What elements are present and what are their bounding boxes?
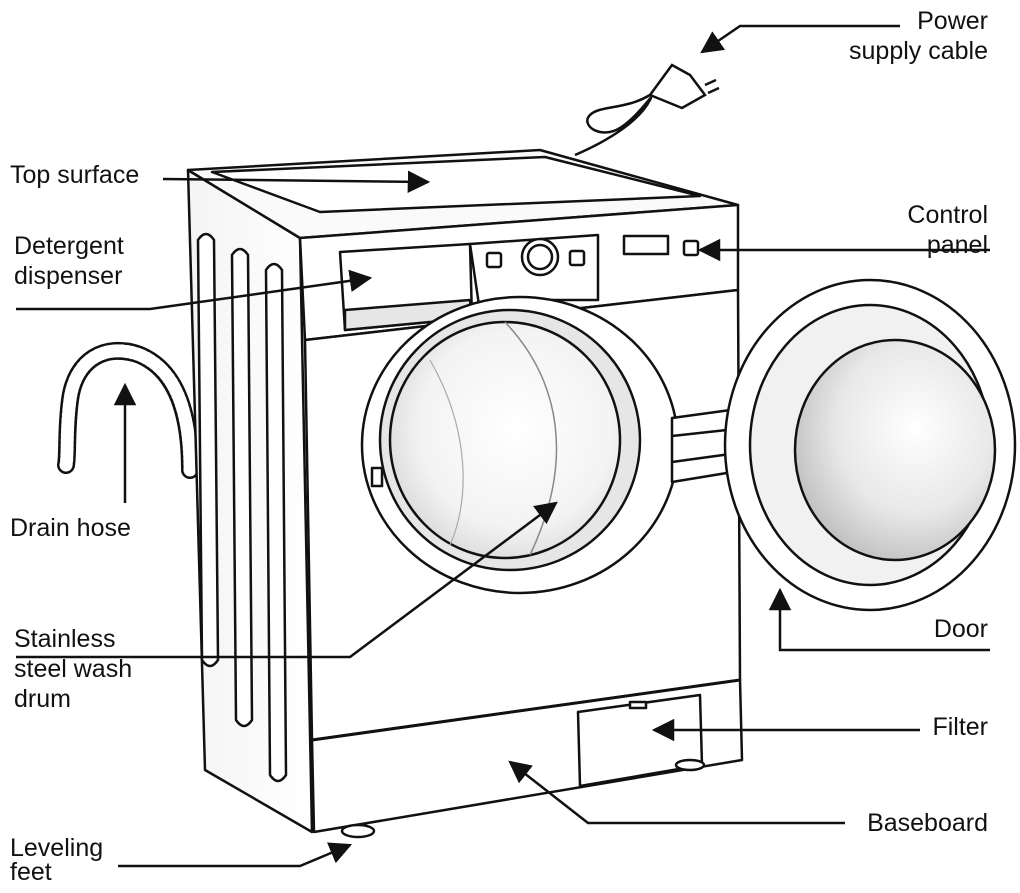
machine-drawing <box>57 148 1017 839</box>
door-glass-dome <box>793 338 997 562</box>
leader-door <box>768 587 990 652</box>
label-drain-hose: Drain hose <box>10 514 131 542</box>
leader-baseboard <box>508 760 845 825</box>
leader-drum <box>16 501 558 659</box>
label-top-surface: Top surface <box>10 161 140 189</box>
label-filter: Filter <box>932 713 988 741</box>
label-door: Door <box>933 615 988 643</box>
label-control-panel: Control panel <box>907 201 988 259</box>
power-cable <box>574 63 720 157</box>
leader-leveling-feet <box>118 842 353 868</box>
drain-hose <box>57 341 199 479</box>
label-leveling-feet: Leveling feet <box>10 834 104 886</box>
leader-top-surface <box>162 170 431 194</box>
label-detergent-dispenser: Detergent dispenser <box>14 232 124 290</box>
leader-power-cable <box>700 24 900 54</box>
wash-drum-opening <box>388 320 622 560</box>
leader-lines <box>16 24 990 868</box>
label-stainless-steel-drum: Stainless steel wash drum <box>14 625 133 713</box>
label-power-supply-cable: Power supply cable <box>849 7 988 65</box>
label-baseboard: Baseboard <box>867 809 988 837</box>
leader-detergent <box>16 269 373 311</box>
